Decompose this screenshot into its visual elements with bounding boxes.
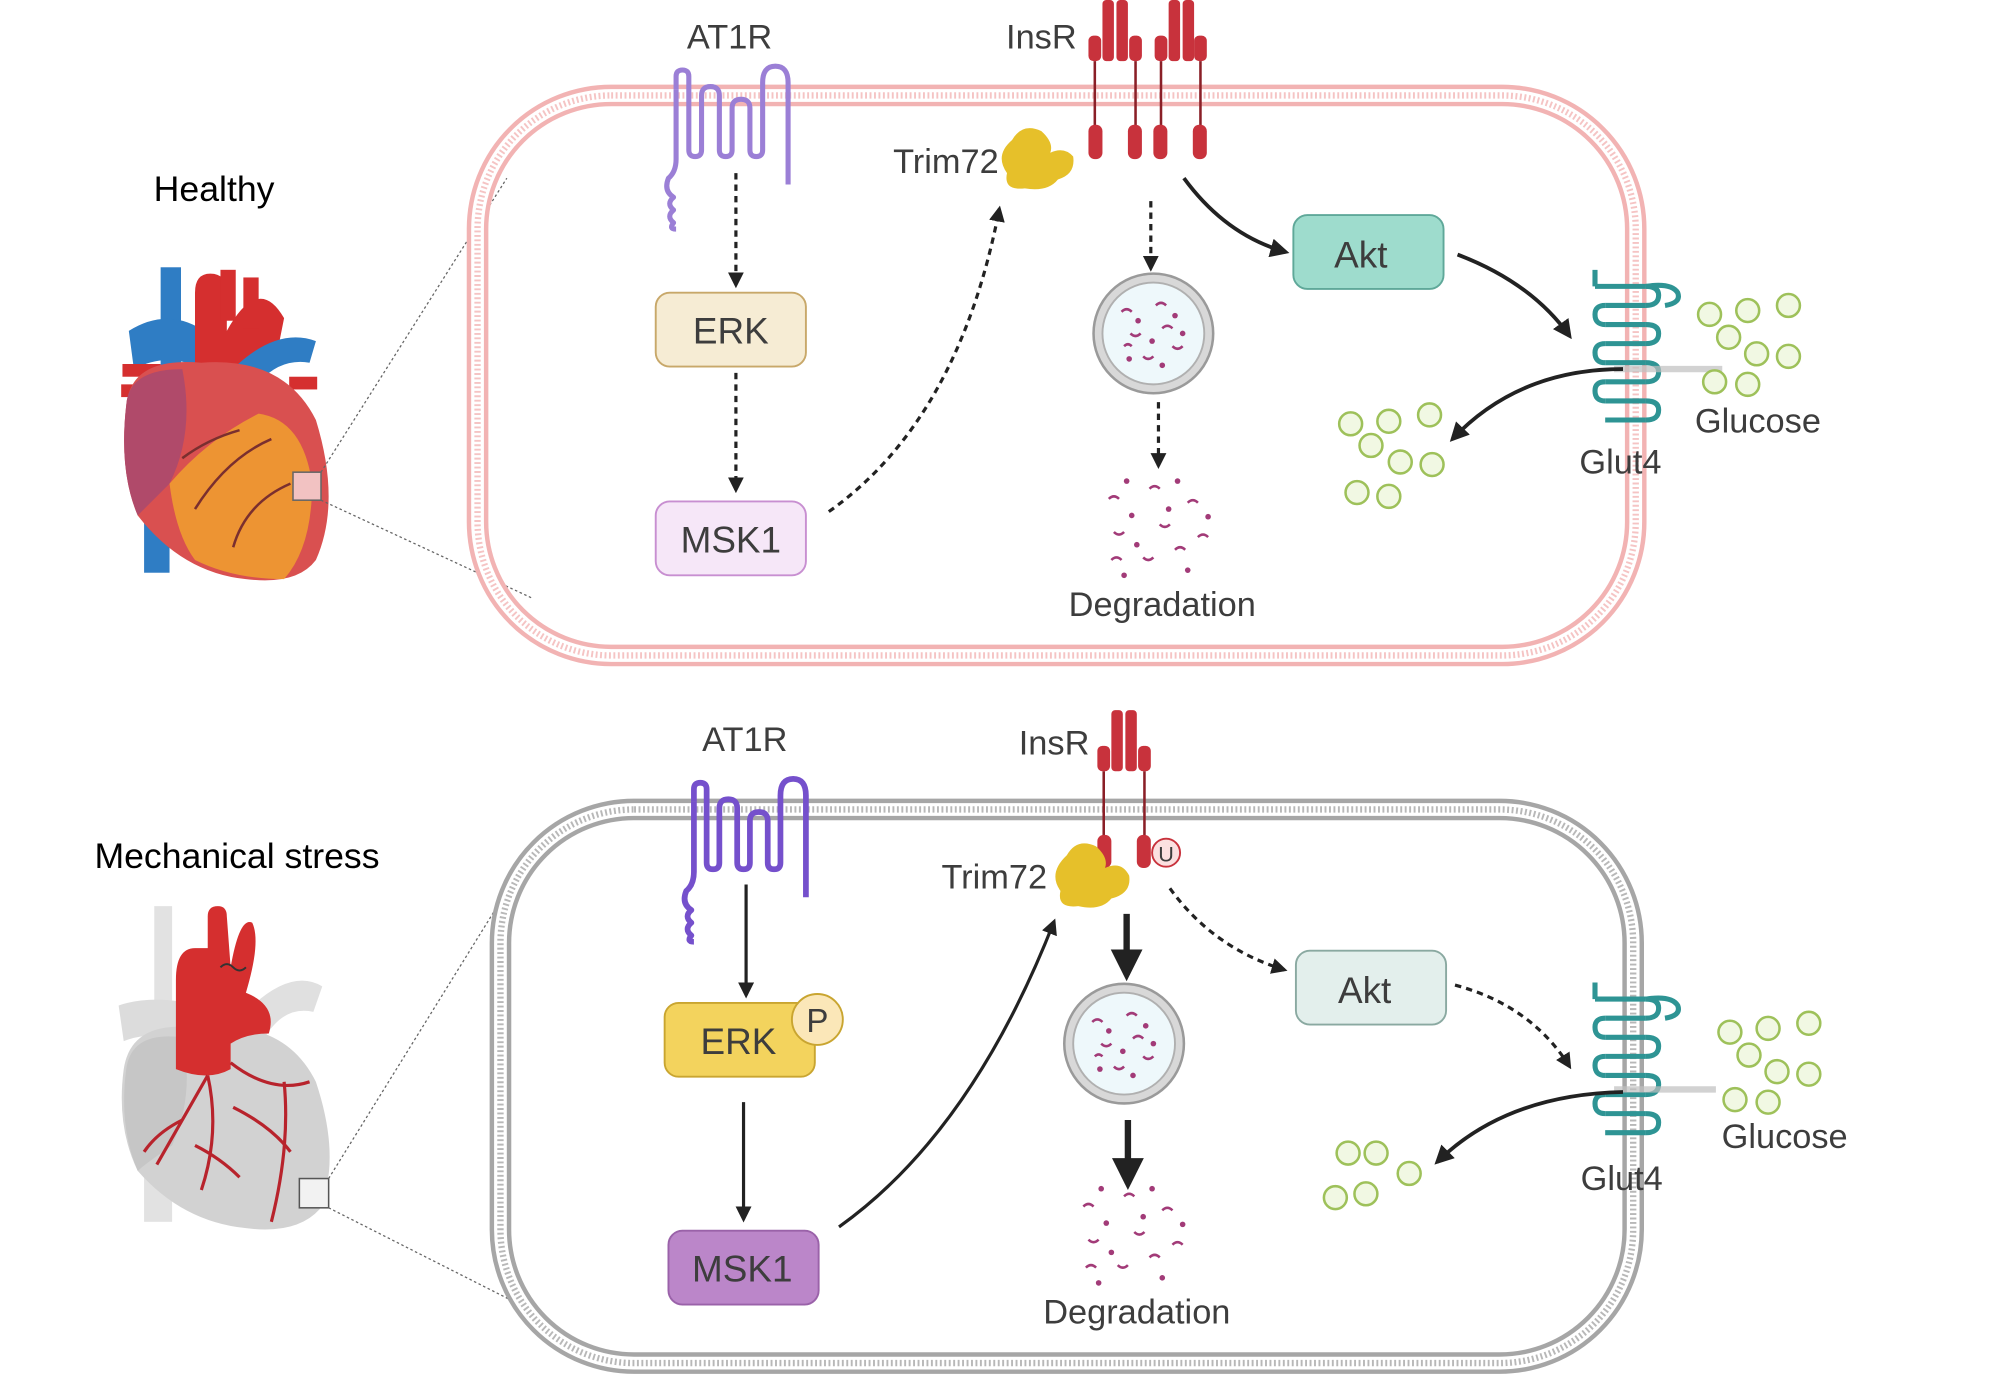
proteasome-icon-stress: [1063, 982, 1186, 1105]
at1r-receptor-stress: [681, 776, 809, 945]
glut4-label: Glut4: [1579, 443, 1661, 481]
phospho-label: P: [806, 1003, 828, 1040]
ubiquitin-label: U: [1158, 842, 1174, 867]
zoom-line-top: [320, 177, 508, 473]
insr-label: InsR: [1006, 18, 1077, 56]
glucose-molecules-inside-stress: [1322, 1140, 1422, 1211]
glut4-label-stress: Glut4: [1581, 1160, 1663, 1198]
akt-node-stress: [1294, 949, 1448, 1026]
stress-arrows: [735, 884, 1624, 1229]
glucose-molecules-outside-stress: [1717, 1010, 1822, 1115]
insr-receptor: [1088, 0, 1207, 160]
akt-label-stress: Akt: [1338, 970, 1391, 1011]
erk-label-stress: ERK: [701, 1021, 777, 1062]
zoom-line-top-stress: [328, 890, 508, 1179]
glut4-transporter-stress: [1592, 982, 1681, 1136]
proteasome-icon: [1092, 272, 1215, 395]
glucose-label: Glucose: [1695, 403, 1821, 441]
stress-condition-label: Mechanical stress: [94, 836, 379, 876]
degradation-label: Degradation: [1069, 586, 1256, 624]
akt-label: Akt: [1334, 234, 1387, 275]
trim72-label: Trim72: [893, 143, 999, 181]
at1r-receptor: [664, 63, 791, 232]
healthy-condition-label: Healthy: [154, 169, 275, 209]
degraded-fragments: [1107, 478, 1211, 579]
msk1-node-stress: [667, 1229, 820, 1306]
at1r-label-stress: AT1R: [702, 721, 787, 759]
glucose-molecules-outside: [1696, 292, 1802, 398]
stressed-heart-icon: [118, 906, 330, 1230]
glucose-molecules-inside: [1337, 402, 1445, 510]
msk1-label: MSK1: [681, 519, 781, 560]
trim72-protein: [1001, 128, 1074, 190]
healthy-arrows: [727, 173, 1624, 513]
phospho-badge: P: [790, 993, 844, 1046]
erk-label: ERK: [693, 311, 769, 352]
msk1-node: [654, 500, 807, 577]
heart-icon: [121, 267, 329, 581]
erk-node: [654, 291, 807, 368]
zoom-line-bottom-stress: [328, 1207, 533, 1312]
akt-node: [1292, 214, 1445, 290]
at1r-label: AT1R: [687, 18, 772, 56]
insr-receptor-stress: [1097, 710, 1151, 868]
ubiquitin-tag: U: [1151, 837, 1182, 868]
healthy-cell-membrane: [466, 84, 1647, 667]
degradation-label-stress: Degradation: [1043, 1294, 1230, 1332]
msk1-label-stress: MSK1: [692, 1249, 792, 1290]
degraded-fragments-stress: [1082, 1185, 1186, 1286]
glucose-label-stress: Glucose: [1722, 1118, 1848, 1156]
stress-panel: Mechanical stress AT1R: [94, 710, 1848, 1374]
insr-label-stress: InsR: [1019, 725, 1090, 763]
healthy-panel: Healthy AT1R: [121, 0, 1821, 667]
trim72-label-stress: Trim72: [941, 858, 1047, 896]
trim72-protein-stress: [1055, 843, 1130, 908]
glut4-transporter: [1592, 269, 1681, 423]
